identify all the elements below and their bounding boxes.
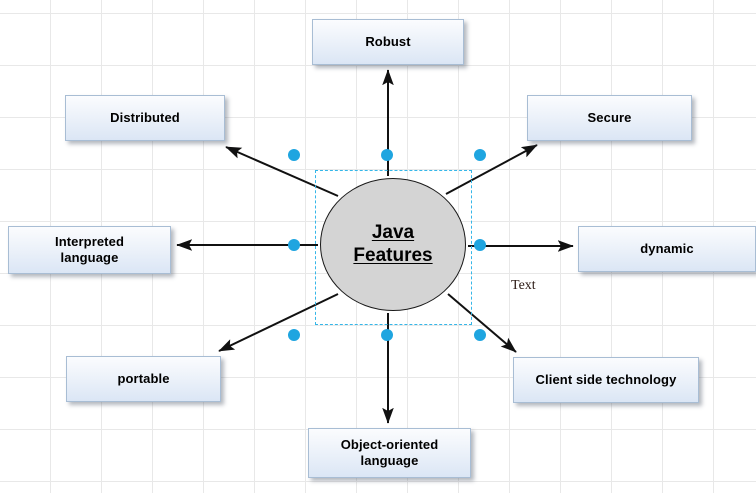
node-robust-label: Robust bbox=[365, 34, 411, 50]
selection-handle-middle-right[interactable] bbox=[474, 239, 486, 251]
node-portable[interactable]: portable bbox=[66, 356, 221, 402]
selection-handle-middle-left[interactable] bbox=[288, 239, 300, 251]
node-object-oriented-language[interactable]: Object-oriented language bbox=[308, 428, 471, 478]
node-secure[interactable]: Secure bbox=[527, 95, 692, 141]
node-robust[interactable]: Robust bbox=[312, 19, 464, 65]
center-node-java-features[interactable]: Java Features bbox=[320, 178, 466, 311]
center-node-label: Java Features bbox=[353, 222, 433, 266]
selection-handle-top-right[interactable] bbox=[474, 149, 486, 161]
node-client-side-technology[interactable]: Client side technology bbox=[513, 357, 699, 403]
node-distributed[interactable]: Distributed bbox=[65, 95, 225, 141]
node-interpreted[interactable]: Interpreted language bbox=[8, 226, 171, 274]
selection-handle-top-center[interactable] bbox=[381, 149, 393, 161]
node-portable-label: portable bbox=[117, 371, 170, 387]
node-oop-label: Object-oriented language bbox=[340, 437, 439, 468]
selection-handle-bottom-center[interactable] bbox=[381, 329, 393, 341]
selection-handle-bottom-right[interactable] bbox=[474, 329, 486, 341]
node-distributed-label: Distributed bbox=[110, 110, 180, 126]
node-interpreted-label: Interpreted language bbox=[54, 234, 124, 265]
node-secure-label: Secure bbox=[587, 110, 632, 126]
selection-handle-bottom-left[interactable] bbox=[288, 329, 300, 341]
node-client-label: Client side technology bbox=[535, 372, 677, 388]
selection-handle-top-left[interactable] bbox=[288, 149, 300, 161]
node-dynamic[interactable]: dynamic bbox=[578, 226, 756, 272]
free-text-label[interactable]: Text bbox=[511, 278, 536, 293]
node-dynamic-label: dynamic bbox=[640, 241, 694, 257]
selection-rectangle bbox=[315, 170, 472, 325]
